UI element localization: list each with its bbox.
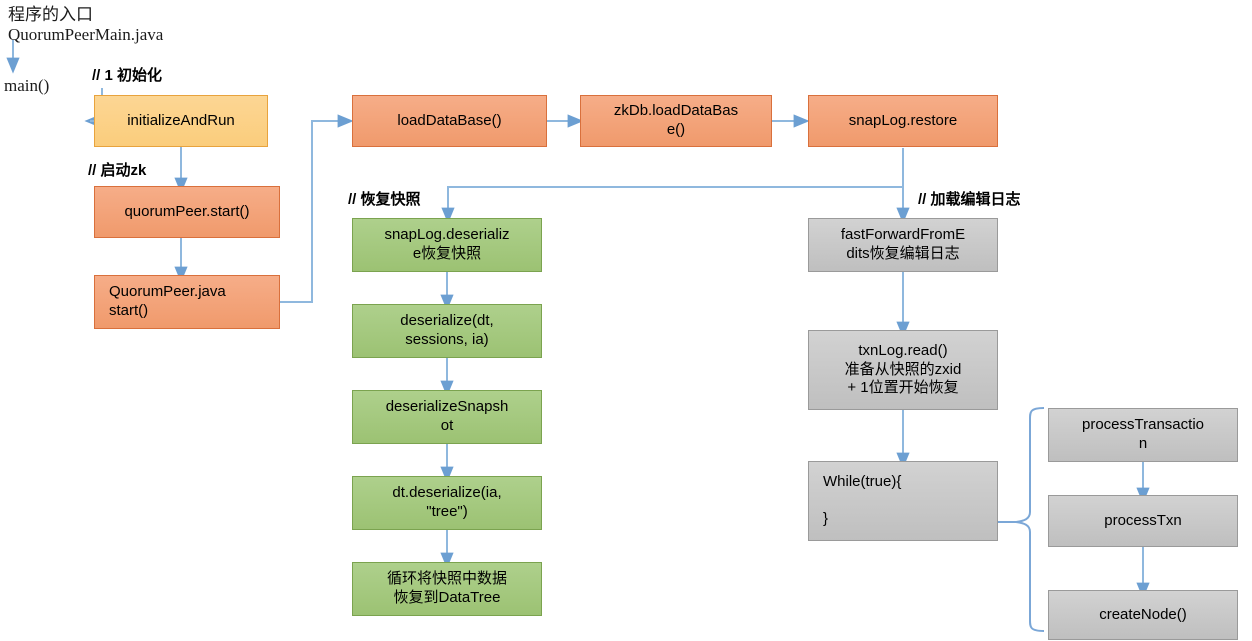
node-txnlog-read[interactable]: txnLog.read() 准备从快照的zxid + 1位置开始恢复 xyxy=(808,330,998,410)
comment-load-edit-log: // 加载编辑日志 xyxy=(918,191,1021,208)
node-create-node[interactable]: createNode() xyxy=(1048,590,1238,640)
node-fast-forward-from-edits[interactable]: fastForwardFromE dits恢复编辑日志 xyxy=(808,218,998,272)
comment-restore-snapshot: // 恢复快照 xyxy=(348,191,421,208)
node-snaplog-deserialize[interactable]: snapLog.deserializ e恢复快照 xyxy=(352,218,542,272)
node-process-transaction[interactable]: processTransactio n xyxy=(1048,408,1238,462)
entry-point-note-line1: 程序的入口 xyxy=(8,5,93,24)
node-process-txn[interactable]: processTxn xyxy=(1048,495,1238,547)
node-load-database[interactable]: loadDataBase() xyxy=(352,95,547,147)
entry-point-note-line2: QuorumPeerMain.java xyxy=(8,25,164,44)
node-quorum-peer-java-start[interactable]: QuorumPeer.java start() xyxy=(94,275,280,329)
node-deserialize-dt[interactable]: deserialize(dt, sessions, ia) xyxy=(352,304,542,358)
node-zkdb-load-database[interactable]: zkDb.loadDataBas e() xyxy=(580,95,772,147)
node-loop-restore-datatree[interactable]: 循环将快照中数据 恢复到DataTree xyxy=(352,562,542,616)
node-deserialize-snapshot[interactable]: deserializeSnapsh ot xyxy=(352,390,542,444)
main-method-label: main() xyxy=(4,76,50,95)
comment-initialize: // 1 初始化 xyxy=(92,67,163,84)
node-initialize-and-run[interactable]: initializeAndRun xyxy=(94,95,268,147)
node-quorum-peer-start[interactable]: quorumPeer.start() xyxy=(94,186,280,238)
node-dt-deserialize[interactable]: dt.deserialize(ia, "tree") xyxy=(352,476,542,530)
comment-start-zk: // 启动zk xyxy=(88,162,147,179)
node-while-true[interactable]: While(true){ } xyxy=(808,461,998,541)
node-snaplog-restore[interactable]: snapLog.restore xyxy=(808,95,998,147)
